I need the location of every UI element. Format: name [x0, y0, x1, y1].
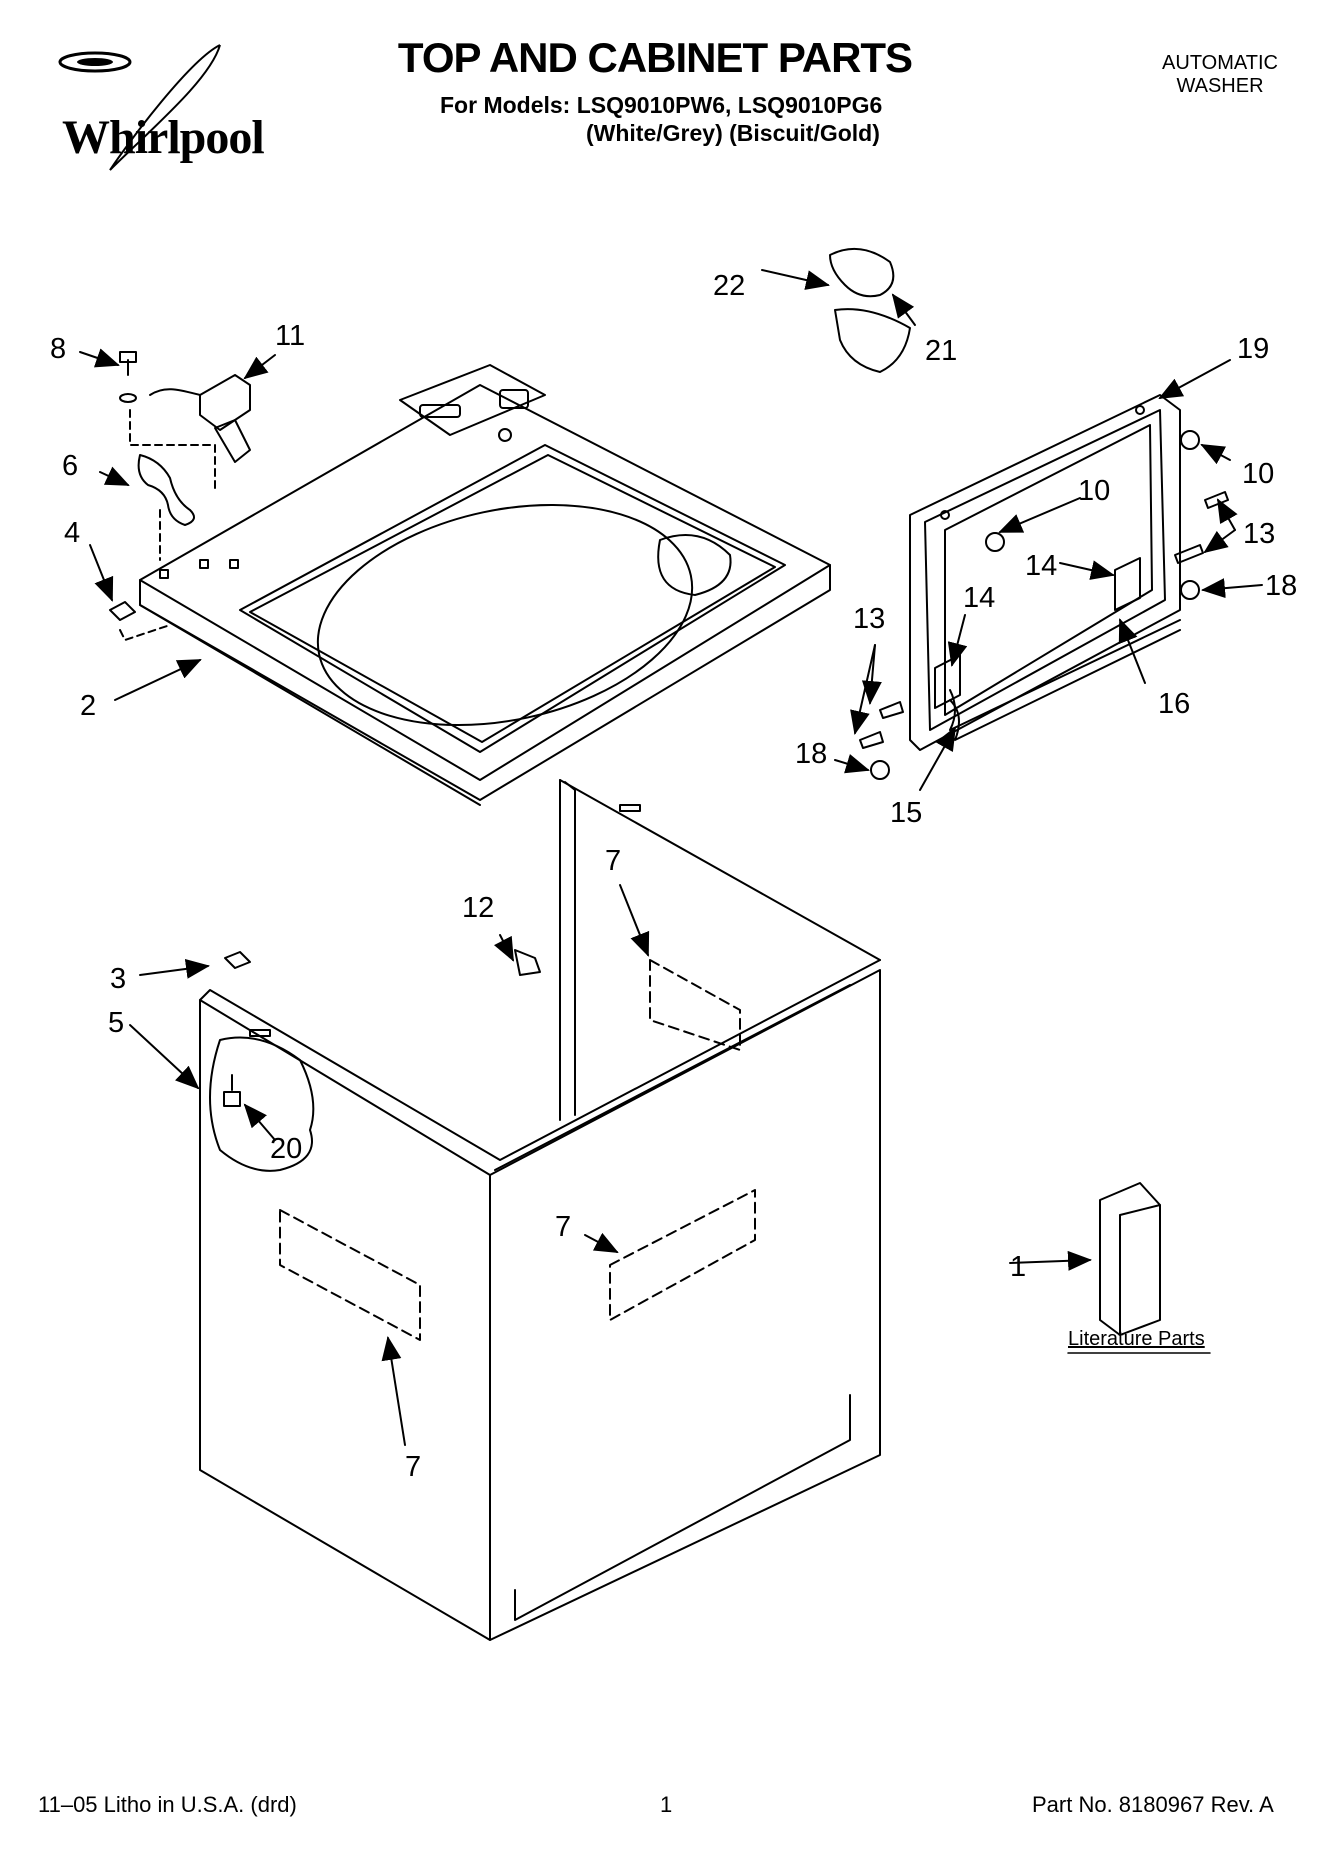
models-line: For Models: LSQ9010PW6, LSQ9010PG6: [440, 92, 883, 118]
washer-top-part: [139, 364, 831, 806]
callout-18-right: 18: [1265, 570, 1297, 602]
literature-parts-label: Literature Parts: [1068, 1328, 1205, 1350]
logo-swirl-icon: [58, 44, 221, 171]
callout-7-back: 7: [605, 845, 621, 877]
callout-10-outer: 10: [1242, 458, 1274, 490]
callout-13-right: 13: [1243, 518, 1275, 550]
callout-14-left: 14: [963, 582, 995, 614]
callout-20: 20: [270, 1133, 302, 1165]
callout-13-left: 13: [853, 603, 885, 635]
appliance-type-line2: WASHER: [1176, 75, 1264, 97]
bumper-parts: [859, 430, 1229, 780]
footer-print-info: 11–05 Litho in U.S.A. (drd): [38, 1792, 297, 1817]
wire-clip-part: [137, 454, 195, 561]
callout-1: 1: [1010, 1251, 1026, 1283]
callout-12: 12: [462, 892, 494, 924]
callout-18-left: 18: [795, 738, 827, 770]
footer-part-number: Part No. 8180967 Rev. A: [1032, 1792, 1274, 1817]
callout-2: 2: [80, 690, 96, 722]
callout-3: 3: [110, 963, 126, 995]
callout-15: 15: [890, 797, 922, 829]
callout-21: 21: [925, 335, 957, 367]
callout-11: 11: [275, 320, 305, 352]
literature-book-part: [1099, 1182, 1161, 1336]
clip-part-3: [224, 951, 251, 969]
callout-22: 22: [713, 270, 745, 302]
callout-5: 5: [108, 1007, 124, 1039]
callout-16: 16: [1158, 688, 1190, 720]
appliance-type: AUTOMATIC WASHER: [1130, 52, 1310, 98]
lid-switch-part: [119, 351, 251, 491]
colors-line: (White/Grey) (Biscuit/Gold): [586, 120, 880, 146]
footer-page-number: 1: [660, 1792, 673, 1817]
screw-part-12: [514, 949, 541, 976]
callout-8: 8: [50, 333, 66, 365]
leader-arrows: [79, 269, 1263, 1446]
screw-part-20: [223, 1074, 241, 1107]
callout-14-right: 14: [1025, 550, 1057, 582]
clip-nut-part: [109, 601, 171, 641]
cabinet-part: [199, 779, 881, 1641]
brand-name: Whirlpool: [62, 111, 265, 164]
page-title: TOP AND CABINET PARTS: [397, 34, 913, 81]
callout-4: 4: [64, 517, 80, 549]
callout-labels: 1 2 3 4 5 6 7 7 7 8 10 10 11 12 13 13 14…: [50, 270, 1297, 1483]
appliance-type-line1: AUTOMATIC: [1162, 52, 1278, 74]
callout-7-front: 7: [405, 1451, 421, 1483]
callout-10-inner: 10: [1078, 475, 1110, 507]
callout-19: 19: [1237, 333, 1269, 365]
callout-6: 6: [62, 450, 78, 482]
whirlpool-logo: Whirlpool: [20, 40, 290, 180]
dispenser-parts: [829, 247, 911, 373]
callout-7-side: 7: [555, 1211, 571, 1243]
